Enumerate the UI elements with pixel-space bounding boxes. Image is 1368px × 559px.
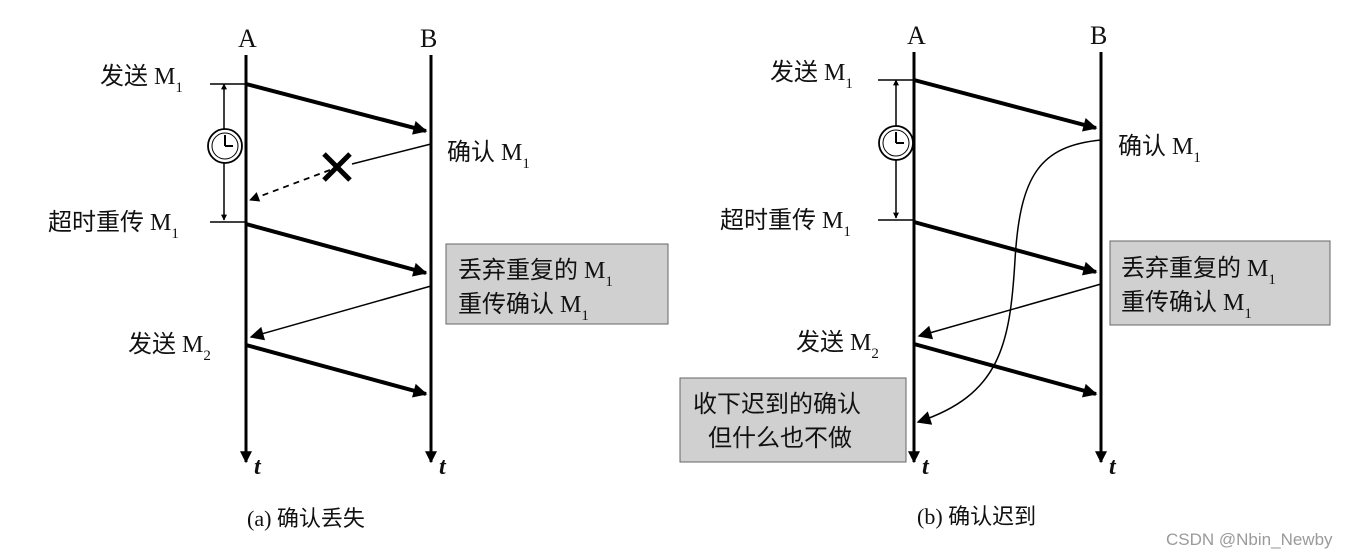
late-ack-curve-arrow [916, 139, 1102, 425]
late-note-line-2: 但什么也不做 [708, 425, 852, 452]
re-ack-arrow [917, 283, 1102, 340]
send-m2-label: 发送 M2 [128, 331, 211, 364]
lost-ack-dashed-arrow [249, 169, 331, 202]
time-axis-label-a: t [254, 454, 262, 480]
retransmit-m1-label: 超时重传 M1 [48, 209, 179, 242]
m1-data-arrow [245, 82, 428, 135]
m1-retransmit-arrow [913, 220, 1098, 276]
caption-a: (a) 确认丢失 [247, 506, 365, 531]
m2-data-arrow [913, 342, 1098, 398]
discard-duplicate-note [1109, 240, 1331, 326]
m1-retransmit-arrow [245, 222, 428, 277]
note-line-1: 丢弃重复的 M1 [1121, 255, 1276, 288]
diagram-a: A B t t 发送 M1 确认 M1 超时重传 M1 丢 [48, 24, 669, 531]
retransmit-m1-label: 超时重传 M1 [720, 207, 851, 240]
note-line-1: 丢弃重复的 M1 [458, 257, 613, 290]
note-line-2: 重传确认 M1 [1121, 289, 1252, 322]
send-m1-label: 发送 M1 [100, 63, 183, 96]
host-b-label: B [1090, 21, 1107, 50]
ack-m1-label: 确认 M1 [447, 139, 530, 172]
m1-data-arrow [913, 78, 1098, 132]
note-line-2: 重传确认 M1 [458, 291, 589, 324]
late-note-line-1: 收下迟到的确认 [693, 391, 861, 418]
host-b-label: B [420, 24, 437, 53]
ack-m1-label: 确认 M1 [1118, 133, 1201, 166]
host-a-label: A [907, 21, 926, 50]
lost-cross-icon [322, 152, 352, 182]
late-ack-note [679, 377, 907, 463]
time-axis-label-b: t [1109, 454, 1117, 480]
time-axis-label-b: t [439, 454, 447, 480]
ack-m1-line [351, 143, 432, 165]
re-ack-arrow [249, 285, 432, 341]
m2-data-arrow [245, 343, 428, 398]
watermark: CSDN @Nbin_Newby [1166, 530, 1333, 549]
send-m1-label: 发送 M1 [770, 59, 853, 92]
discard-duplicate-note [445, 243, 669, 325]
time-axis-label-a: t [922, 454, 930, 480]
caption-b: (b) 确认迟到 [917, 504, 1036, 529]
diagram-b: A B t t 发送 M1 确认 M1 超时重传 M1 丢弃重复的 M1 重传确… [679, 21, 1331, 529]
clock-icon [207, 128, 243, 164]
host-a-label: A [238, 24, 257, 53]
send-m2-label: 发送 M2 [796, 329, 879, 362]
clock-icon [878, 125, 914, 161]
